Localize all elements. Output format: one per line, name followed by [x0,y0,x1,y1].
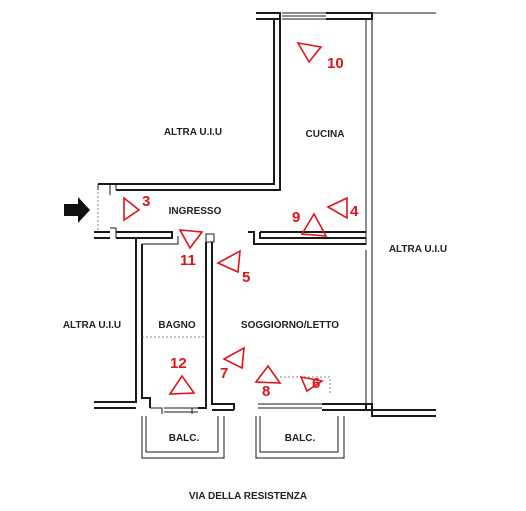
label-ingresso: INGRESSO [169,206,222,217]
camera-4-icon [326,196,348,220]
camera-11-icon [178,229,204,250]
label-altra-uiu-left: ALTRA U.I.U [63,320,121,331]
label-bagno: BAGNO [158,320,195,331]
balcony-right [255,416,345,459]
camera-5-number: 5 [242,269,250,286]
label-altra-uiu-top: ALTRA U.I.U [164,127,222,138]
camera-10-icon [296,41,323,64]
label-soggiorno-letto: SOGGIORNO/LETTO [241,320,339,331]
camera-numbers: 3 4 5 6 7 8 9 10 11 12 [142,55,359,400]
camera-8-icon [254,364,282,384]
walls [94,12,436,459]
camera-9-number: 9 [292,209,300,226]
window-top [282,12,326,20]
camera-3-number: 3 [142,193,150,210]
camera-8-number: 8 [262,383,270,400]
balcony-left [141,416,225,459]
camera-7-icon [222,346,245,370]
camera-12-number: 12 [170,355,187,372]
label-balcony-right: BALC. [285,433,316,444]
camera-9-icon [300,212,328,237]
entrance-door-jamb [97,184,117,195]
camera-3-icon [123,196,141,222]
label-cucina: CUCINA [306,129,345,140]
camera-6-icon [299,375,325,393]
camera-6-number: 6 [312,375,320,392]
label-street: VIA DELLA RESISTENZA [189,491,307,502]
camera-4-number: 4 [350,203,359,220]
camera-10-number: 10 [327,55,344,72]
camera-7-number: 7 [220,365,228,382]
entrance-arrow-icon [64,197,90,223]
label-balcony-left: BALC. [169,433,200,444]
camera-5-icon [216,249,241,274]
room-labels: ALTRA U.I.U CUCINA INGRESSO ALTRA U.I.U … [63,127,447,502]
camera-11-number: 11 [180,252,196,269]
camera-markers [123,41,348,395]
camera-12-icon [168,374,196,395]
label-altra-uiu-right: ALTRA U.I.U [389,244,447,255]
